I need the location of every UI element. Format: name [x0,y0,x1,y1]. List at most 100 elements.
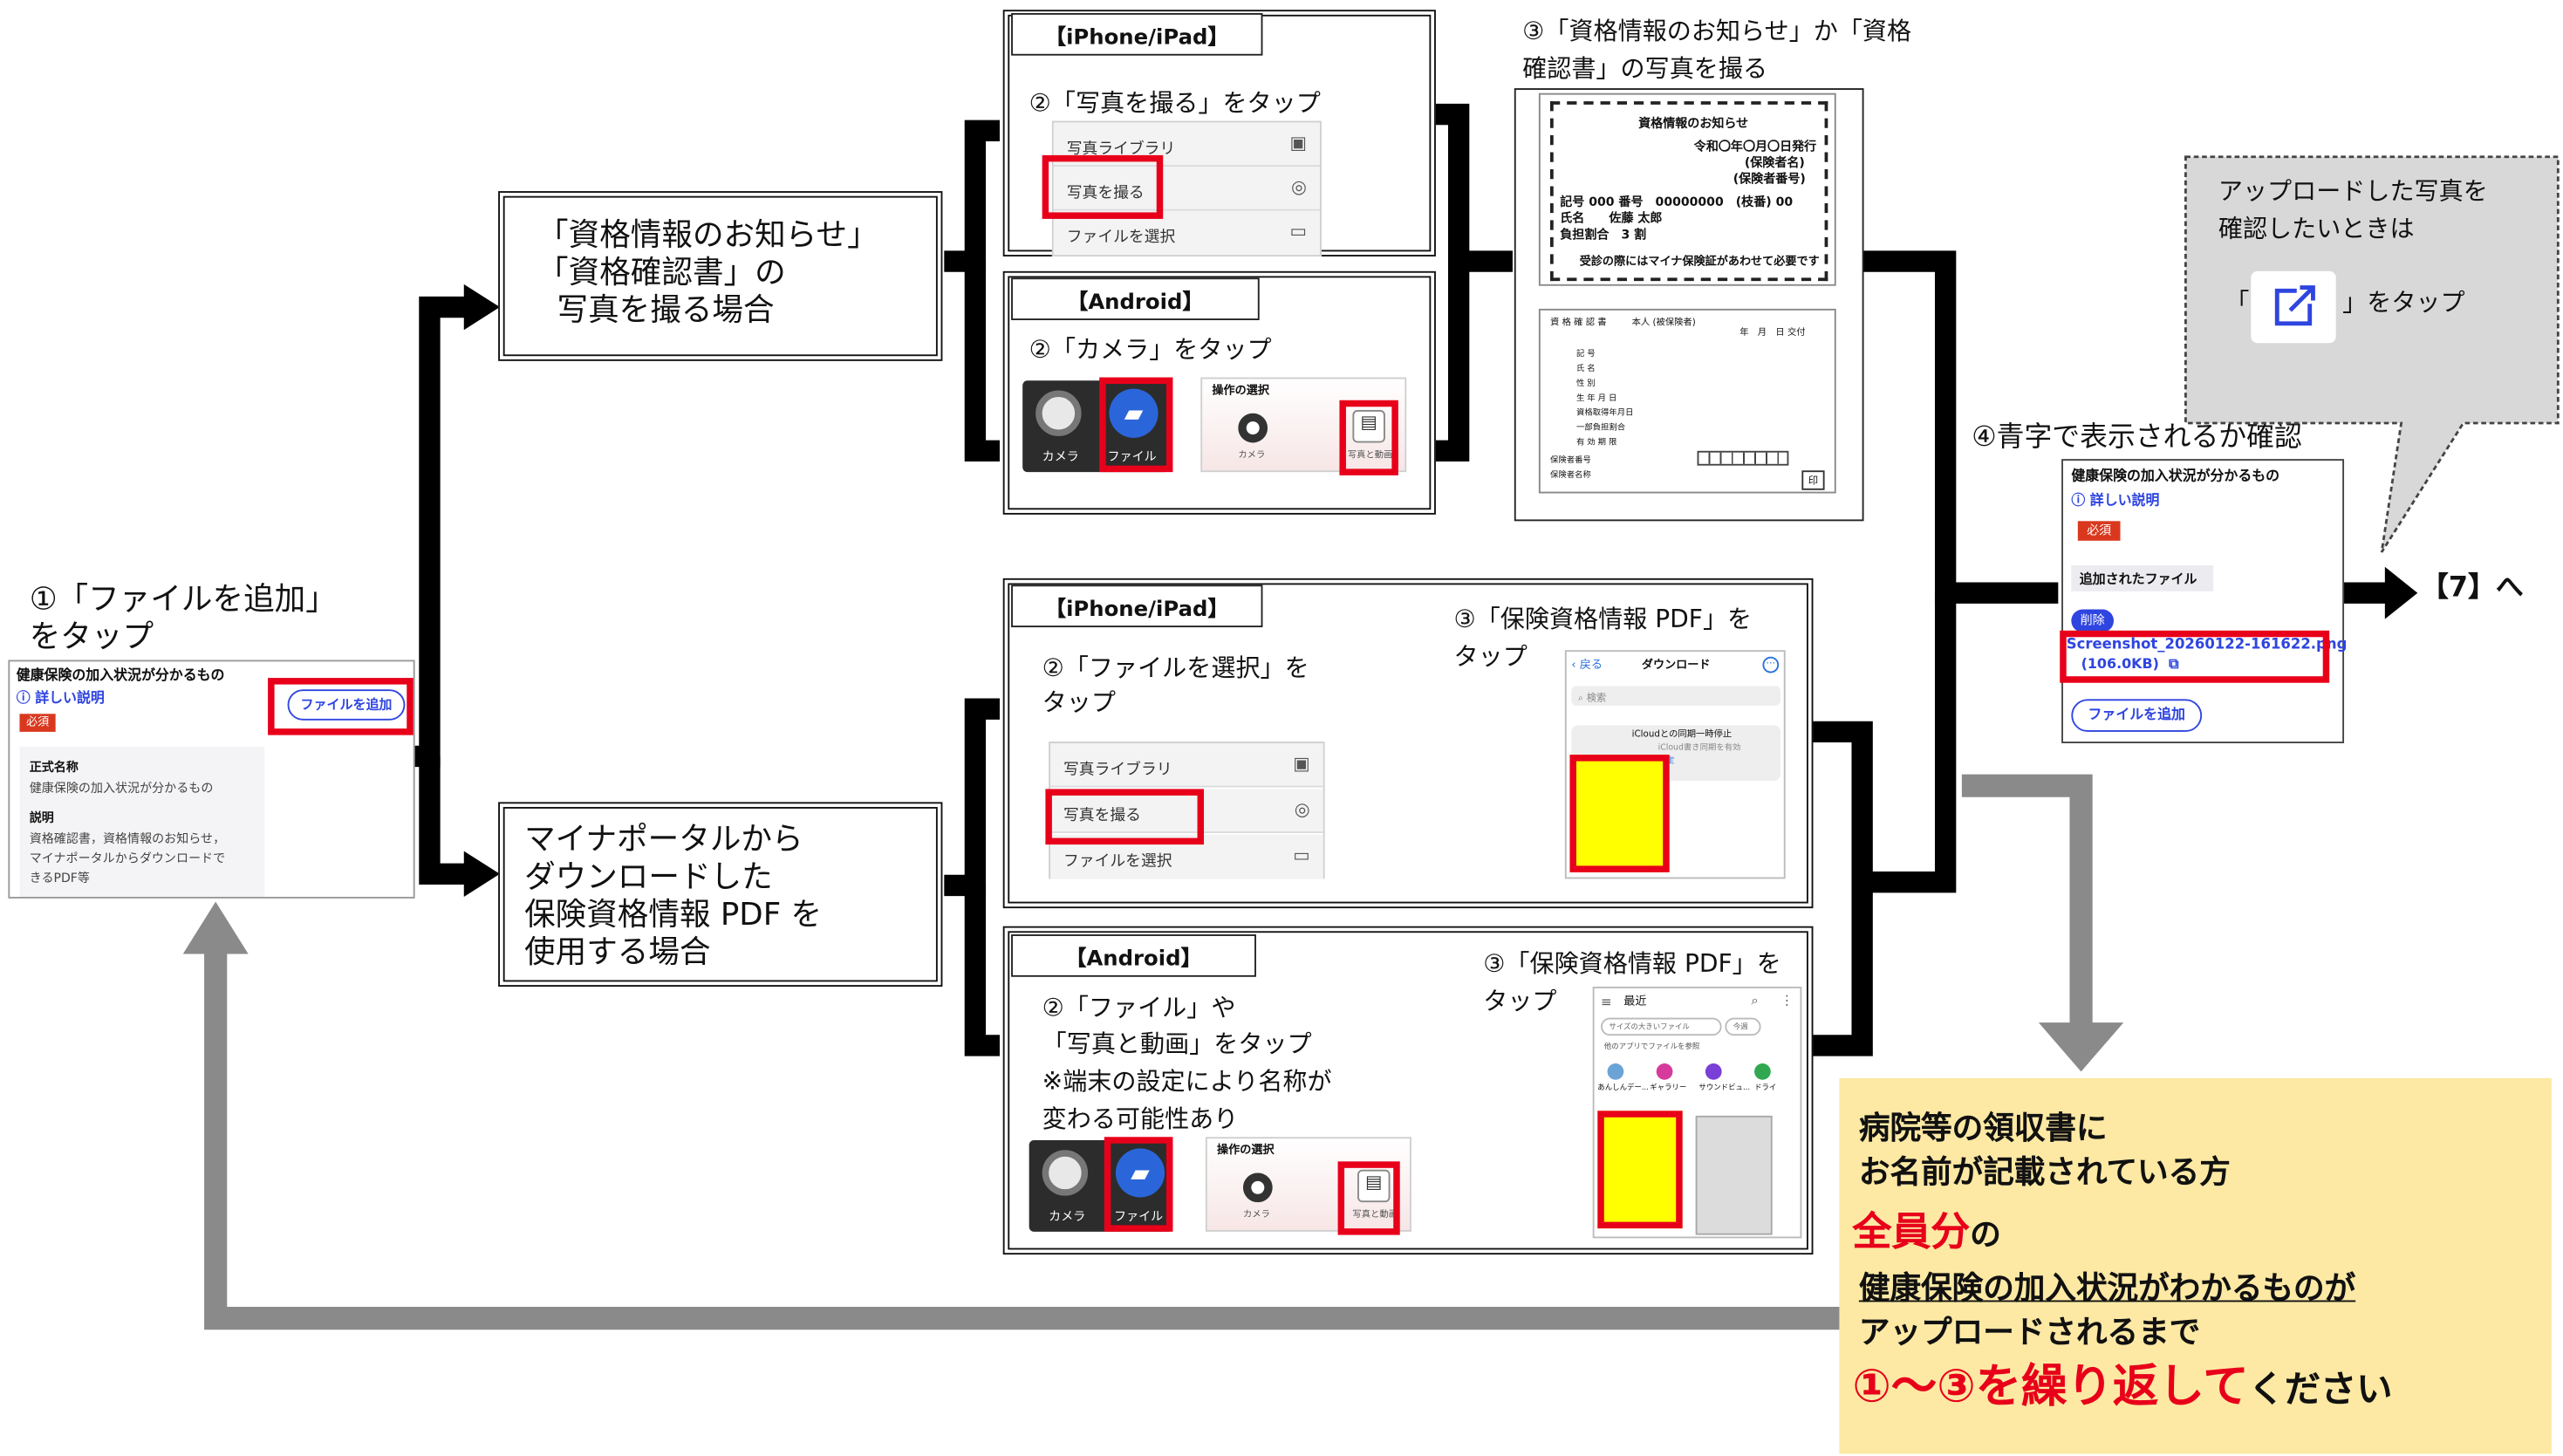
upload-confirm-screen: 健康保険の加入状況が分かるもの ⓘ 詳しい説明 必須 追加されたファイル 削除 … [2060,459,2348,743]
note-all-members: 全員分 [1852,1208,1971,1255]
search-icon[interactable]: ⌕ [1751,993,1759,1008]
op-camera-icon[interactable] [1242,1172,1273,1203]
file-label: ファイル [1107,448,1157,464]
filesize-text: (106.0KB) [2081,656,2159,673]
ios-photo-tag: 【iPhone/iPad】 [1011,12,1263,56]
notice-footer: 受診の際にはマイナ保険証があわせて必要です [1579,255,1820,269]
step1-title-line2: をタップ [29,619,154,655]
op-camera-icon[interactable] [1238,413,1268,443]
step3-photo-line1: ③「資格情報のお知らせ」か「資格 [1522,16,1912,46]
files-back-button[interactable]: ‹ 戻る [1571,659,1603,673]
photo-library-icon: ▣ [1289,132,1307,154]
android-pdf-step3-l1: ③「保険資格情報 PDF」を [1483,948,1781,979]
confirm-heading: 健康保険の加入状況が分かるもの [2071,468,2280,486]
folder-icon[interactable]: ▰ [1109,388,1158,438]
form-detail-link[interactable]: ⓘ 詳しい説明 [17,691,105,707]
op-media-label: 写真と動画 [1352,1210,1398,1220]
confirm-required-badge: 必須 [2077,521,2121,541]
add-file-highlight [268,678,413,735]
uploaded-filename[interactable]: Screenshot_20260122-161622.png [2066,637,2348,653]
gallery-icon[interactable]: ▤ [1352,409,1385,443]
pdf-file-highlight[interactable] [1597,1111,1683,1229]
tip-callout-bubble [2184,155,2560,553]
menu-item-label: 写真ライブラリ [1066,140,1176,159]
confirm-add-file-button[interactable]: ファイルを追加 [2071,699,2203,732]
note-line3: 全員分の [1852,1209,2000,1257]
folder-icon: ▭ [1293,844,1310,866]
file-thumbnail-2[interactable] [1695,1115,1773,1235]
menu-take-photo[interactable]: 写真を撮る ◎ [1050,789,1323,833]
menu-take-photo[interactable]: 写真を撮る◎ [1053,166,1320,211]
gallery-icon[interactable]: ▤ [1357,1169,1391,1203]
android-pdf-instr-l3: ※端末の設定により名称が [1042,1066,1332,1097]
file-app-highlight [1099,377,1173,473]
camera-icon[interactable] [1035,390,1082,436]
chip-large-files[interactable]: サイズの大きいファイル [1601,1017,1722,1036]
note-line4: 健康保険の加入状況がわかるものが [1858,1270,2356,1307]
cert-stamp: 印 [1801,470,1825,490]
more-icon[interactable]: ··· [1762,656,1780,673]
open-external-icon [2251,270,2336,344]
note-line6: ①〜③を繰り返してください [1852,1359,2392,1415]
tip-quote-open: 「 [2225,287,2250,318]
file-upload-form: 健康保険の加入状況が分かるもの ⓘ 詳しい説明 必須 ファイルを追加 正式名称 … [8,660,415,899]
pdf-file-highlight[interactable] [1569,755,1670,872]
detail-link-text: 詳しい説明 [35,691,105,707]
ios-pdf-step3-l2: タップ [1453,641,1528,672]
op-dialog-title: 操作の選択 [1217,1143,1275,1157]
menu-item-label: 写真を撮る [1063,807,1141,825]
search-icon: ⌕ [1577,692,1587,705]
description-line3: きるPDF等 [29,871,90,885]
delete-button[interactable]: 削除 [2071,609,2115,632]
case-photo-line1: 「資格情報のお知らせ」 [537,217,878,254]
cert-row: 一部負担割合 [1575,422,1626,434]
description-line1: 資格確認書，資格情報のお知らせ， [29,831,226,846]
more-vert-icon[interactable]: ⋮ [1780,993,1794,1008]
tip-line2: 確認したいときは [2218,214,2415,244]
cert-row: 保険者番号 [1550,455,1591,466]
camera-label: カメラ [1049,1208,1086,1224]
menu-item-label: 写真ライブラリ [1063,761,1172,780]
camera-icon[interactable] [1042,1150,1089,1196]
step4-label: ④青字で表示されるか確認 [1972,421,2302,455]
camera-icon: ◎ [1294,798,1310,820]
case-pdf-line4: 使用する場合 [524,934,711,971]
required-badge: 必須 [19,714,56,732]
cert-date: 年 月 日 交付 [1739,328,1806,338]
ios-pdf-menu: 写真ライブラリ▣ 写真を撮る◎ ファイルを選択▭ [1049,742,1325,879]
android-pdf-tag: 【Android】 [1011,934,1256,977]
app-icon-sound[interactable] [1705,1063,1722,1080]
files-search-bar[interactable]: ⌕ 検索 [1571,686,1781,706]
qualification-certificate-doc: 資 格 確 認 書 本人 (被保険者) 年 月 日 交付 記 号 氏 名 性 別… [1538,308,1836,494]
add-file-button[interactable]: ファイルを追加 [287,689,406,721]
notice-row-ratio: 負担割合 3 割 [1560,227,1647,243]
official-name-label: 正式名称 [29,759,79,775]
help-icon: ⓘ [2071,493,2090,510]
next-step-label: 【7】へ [2421,571,2524,605]
tip-line1: アップロードした写真を [2218,176,2488,206]
app-icon-anshin[interactable] [1607,1063,1624,1080]
app-icon-drive[interactable] [1754,1063,1771,1080]
chip-this-week[interactable]: 今週 [1725,1017,1761,1036]
notice-insurer-no: (保険者番号) [1733,171,1806,187]
added-files-label: 追加されたファイル [2071,564,2214,591]
files-title: ダウンロード [1641,658,1711,672]
note-repeat-steps: ①〜③を繰り返して [1852,1358,2249,1413]
android-pdf-instr-l2: 「写真と動画」をタップ [1042,1029,1312,1059]
qualification-notice-doc: 資格情報のお知らせ 令和〇年〇月〇日発行 (保険者名) (保険者番号) 記号 0… [1538,92,1836,286]
menu-icon[interactable]: ≡ [1601,995,1612,1010]
uploaded-filesize[interactable]: (106.0KB) ⧉ [2081,657,2179,673]
app-icon-gallery[interactable] [1656,1063,1673,1080]
op-media-label: 写真と動画 [1347,450,1393,461]
open-external-icon[interactable]: ⧉ [2169,656,2179,673]
menu-photo-library[interactable]: 写真ライブラリ ▣ [1050,742,1323,788]
folder-icon[interactable]: ▰ [1115,1148,1165,1198]
note-please: ください [2248,1371,2393,1412]
photo-library-icon: ▣ [1293,753,1310,775]
confirm-detail-link[interactable]: ⓘ 詳しい説明 [2071,493,2159,509]
cert-heading: 資 格 確 認 書 [1550,318,1607,329]
menu-choose-file[interactable]: ファイルを選択▭ [1053,210,1320,256]
android-pdf-op-dialog: 操作の選択 カメラ ▤ 写真と動画 [1205,1137,1411,1232]
notice-issued: 令和〇年〇月〇日発行 [1693,139,1817,154]
